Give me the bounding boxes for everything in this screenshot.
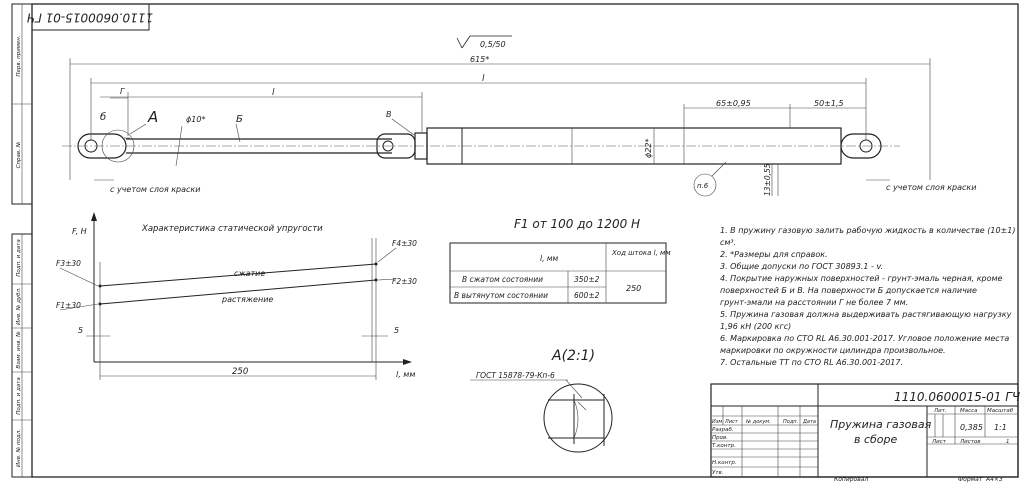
graph-title: Характеристика статической упругости bbox=[141, 224, 323, 234]
dim-50: 50±1,5 bbox=[814, 99, 844, 108]
curve-compression-label: сжатие bbox=[234, 269, 265, 278]
tb-name-line2: в сборе bbox=[854, 433, 898, 446]
side-label-3: Инв. № дубл. bbox=[16, 287, 22, 325]
technical-notes: 1. В пружину газовую залить рабочую жидк… bbox=[720, 226, 1015, 367]
table-h-l: l, мм bbox=[540, 254, 559, 263]
tb-role-5: Утв. bbox=[712, 470, 724, 476]
label-b-small: б bbox=[100, 111, 106, 123]
table-row1-label: В сжатом состоянии bbox=[462, 275, 543, 284]
top-stamp: 1110.0600015-01 ГЧ bbox=[27, 3, 153, 31]
curve-compression bbox=[99, 263, 377, 287]
tb-mass-label: Масса bbox=[960, 408, 978, 414]
detail-a-title: А(2:1) bbox=[551, 348, 595, 364]
dim-250: 250 bbox=[232, 367, 248, 377]
tb-scale-value: 1:1 bbox=[994, 423, 1007, 432]
note-3: 3. Общие допуски по ГОСТ 30893.1 - v. bbox=[720, 262, 883, 271]
tb-lit-label: Лит. bbox=[933, 408, 947, 414]
detail-a-gost: ГОСТ 15878-79-Кп-6 bbox=[476, 371, 555, 380]
note-10: маркировки по окружности цилиндра произв… bbox=[720, 346, 946, 355]
tb-sheets-label: Листов bbox=[959, 439, 981, 445]
side-label-6: Инв. № подл. bbox=[16, 429, 22, 467]
tb-name-line1: Пружина газовая bbox=[830, 418, 932, 431]
tb-col-list: Лист bbox=[724, 419, 739, 425]
tb-mass-value: 0,385 bbox=[960, 423, 983, 432]
table-h-stroke: Ход штока l, мм bbox=[611, 249, 671, 257]
footer-copied: Копировал bbox=[834, 476, 868, 483]
footer-format-label: Формат bbox=[958, 476, 983, 483]
characteristic-graph: Характеристика статической упругости F, … bbox=[56, 212, 417, 380]
tb-sheets-value: 1 bbox=[1006, 439, 1010, 445]
table-row2-val: 600±2 bbox=[574, 291, 600, 300]
detail-a: А(2:1) ГОСТ 15878-79-Кп-6 bbox=[470, 348, 613, 453]
table-row1-val: 350±2 bbox=[574, 275, 600, 284]
gas-spring-view: 0,5/50 615* l l Г б А ϕ10* Б В 65±0, bbox=[62, 35, 976, 197]
side-label-5: Подп. и дата bbox=[16, 377, 22, 415]
note-11: 7. Остальные ТТ по СТО RL А6.30.001-2017… bbox=[720, 358, 903, 367]
side-label-1: Справ. № bbox=[16, 141, 22, 168]
dim-l-total: l bbox=[482, 74, 485, 84]
note-0: 1. В пружину газовую залить рабочую жидк… bbox=[720, 226, 1015, 235]
tb-role-4: Н.контр. bbox=[712, 460, 737, 466]
curve-extension-label: растяжение bbox=[221, 295, 273, 304]
dim-g: Г bbox=[120, 87, 125, 96]
note-5: поверхностей Б и В. На поверхности Б доп… bbox=[720, 286, 977, 295]
side-strip: Перв. примен. Справ. № Подп. и дата Инв.… bbox=[11, 3, 33, 478]
table-stroke-val: 250 bbox=[626, 284, 641, 293]
footer-format-value: А4×3 bbox=[985, 476, 1003, 483]
label-b: Б bbox=[236, 114, 243, 125]
tb-scale-label: Масштаб bbox=[987, 408, 1014, 414]
label-v: В bbox=[386, 110, 392, 119]
label-p6: п.6 bbox=[697, 182, 709, 190]
dim-65: 65±0,95 bbox=[716, 99, 751, 108]
dim-5-left: 5 bbox=[78, 326, 83, 335]
stroke-table: l, мм Ход штока l, мм В сжатом состоянии… bbox=[449, 242, 671, 304]
tb-col-date: Дата bbox=[802, 419, 816, 425]
graph-x-label: l, мм bbox=[396, 370, 415, 379]
table-row2-label: В вытянутом состоянии bbox=[454, 291, 548, 300]
side-label-2: Подп. и дата bbox=[16, 239, 22, 277]
dim-615: 615* bbox=[470, 55, 489, 64]
dim-d10: ϕ10* bbox=[186, 115, 205, 124]
side-label-0: Перв. примен. bbox=[16, 35, 22, 77]
note-4: 4. Покрытие наружных поверхностей - грун… bbox=[720, 274, 1003, 283]
tb-col-doc: № докум. bbox=[745, 419, 771, 425]
note-2: 2. *Размеры для справок. bbox=[720, 250, 828, 259]
tb-sheet-label: Лист bbox=[931, 439, 947, 445]
tb-role-0: Разраб. bbox=[712, 427, 734, 433]
dim-5-right: 5 bbox=[394, 326, 399, 335]
tb-col-sign: Подп. bbox=[783, 419, 798, 425]
note-8: 1,96 кН (200 кгс) bbox=[720, 322, 791, 331]
title-block: 1110.0600015-01 ГЧ Изм Лист № докум. Под… bbox=[710, 383, 1020, 478]
dim-13: 13±0,55 bbox=[763, 163, 772, 196]
label-a: А bbox=[147, 108, 158, 126]
curve-extension bbox=[99, 279, 377, 305]
note-6: грунт-эмали на расстоянии Г не более 7 м… bbox=[720, 298, 908, 307]
graph-y-label: F, Н bbox=[72, 227, 87, 236]
f4-label: F4±30 bbox=[392, 239, 417, 248]
paint-note-right: с учетом слоя краски bbox=[886, 183, 976, 192]
note-7: 5. Пружина газовая должна выдерживать ра… bbox=[720, 310, 1012, 319]
detail-a-marker bbox=[101, 129, 135, 163]
f3-label: F3±30 bbox=[56, 259, 81, 268]
note-9: 6. Маркировка по СТО RL А6.30.001-2017. … bbox=[720, 334, 1009, 343]
tb-col-izm: Изм bbox=[712, 419, 722, 425]
f1-label: F1±30 bbox=[56, 301, 81, 310]
tb-role-2: Т.контр. bbox=[712, 443, 736, 449]
f2-label: F2±30 bbox=[392, 277, 417, 286]
paint-note-left: с учетом слоя краски bbox=[110, 185, 200, 194]
dim-d22: ϕ22* bbox=[644, 139, 653, 158]
roughness-value: 0,5/50 bbox=[480, 40, 506, 49]
tb-role-1: Пров. bbox=[712, 435, 728, 441]
force-title: F1 от 100 до 1200 Н bbox=[514, 217, 640, 231]
side-label-4: Взам. инв. № bbox=[16, 331, 22, 369]
tb-designation: 1110.0600015-01 ГЧ bbox=[894, 390, 1020, 404]
note-1: см³. bbox=[720, 238, 736, 247]
roughness-symbol: 0,5/50 bbox=[456, 35, 512, 49]
dim-l-inner: l bbox=[272, 88, 275, 98]
top-stamp-text: 1110.0600015-01 ГЧ bbox=[27, 11, 153, 25]
